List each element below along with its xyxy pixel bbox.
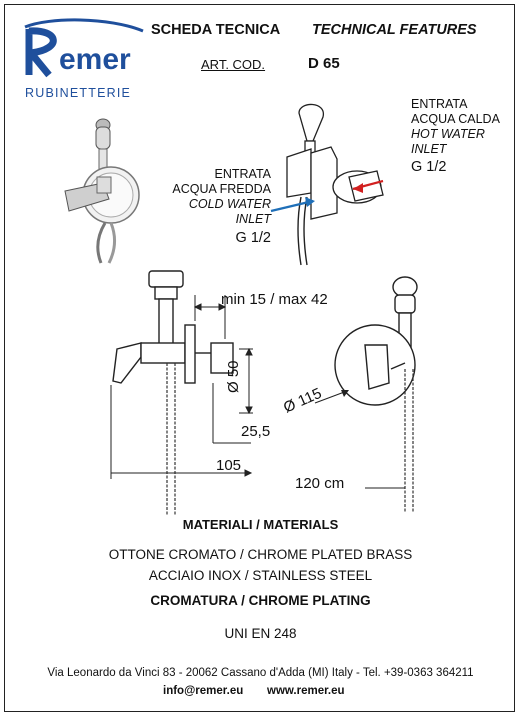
title-english: TECHNICAL FEATURES [312,22,477,38]
title-italian: SCHEDA TECNICA [151,22,281,38]
footer-address: Via Leonardo da Vinci 83 - 20062 Cassano… [47,667,474,679]
cold-inlet-line1: ENTRATA [214,167,271,181]
remer-logo: emer [24,18,144,78]
cold-inlet-size: G 1/2 [235,230,271,246]
product-render [64,118,140,264]
materials-line1: OTTONE CROMATO / CHROME PLATED BRASS [108,547,413,562]
standard: UNI EN 248 [224,626,297,641]
materials-line2: ACCIAIO INOX / STAINLESS STEEL [148,568,373,583]
cold-inlet-line3: COLD WATER [188,197,271,211]
logo-word-text: emer [59,43,131,76]
dimension-hose: 120 cm [295,475,345,492]
email-link[interactable]: info@remer.eu [163,685,244,697]
dimension-offset: 25,5 [241,423,271,440]
plating-title: CROMATURA / CHROME PLATING [150,593,371,608]
inlet-arrows [270,179,384,213]
dimension-length: 105 [216,457,242,474]
hot-inlet-line4: INLET [411,142,447,156]
front-view-drawing [314,276,418,513]
technical-sheet: emer RUBINETTERIE SCHEDA TECNICA TECHNIC… [4,4,515,712]
website-link[interactable]: www.remer.eu [267,685,345,697]
hot-inlet-size: G 1/2 [411,159,447,175]
dimension-wall-depth: min 15 / max 42 [221,291,328,308]
brand-subtitle: RUBINETTERIE [25,86,132,100]
dimension-height: Ø 50 [225,360,242,393]
cold-inlet-arrow [270,199,314,213]
side-view-drawing [110,270,253,515]
cold-inlet-line2: ACQUA FREDDA [172,182,271,196]
hot-inlet-line2: ACQUA CALDA [411,112,500,126]
art-code-label: ART. COD. [201,57,266,72]
hot-inlet-line3: HOT WATER [411,127,485,141]
hot-inlet-line1: ENTRATA [411,97,468,111]
materials-title: MATERIALI / MATERIALS [182,517,339,532]
cold-inlet-line4: INLET [235,212,271,226]
art-code-value: D 65 [308,55,340,72]
